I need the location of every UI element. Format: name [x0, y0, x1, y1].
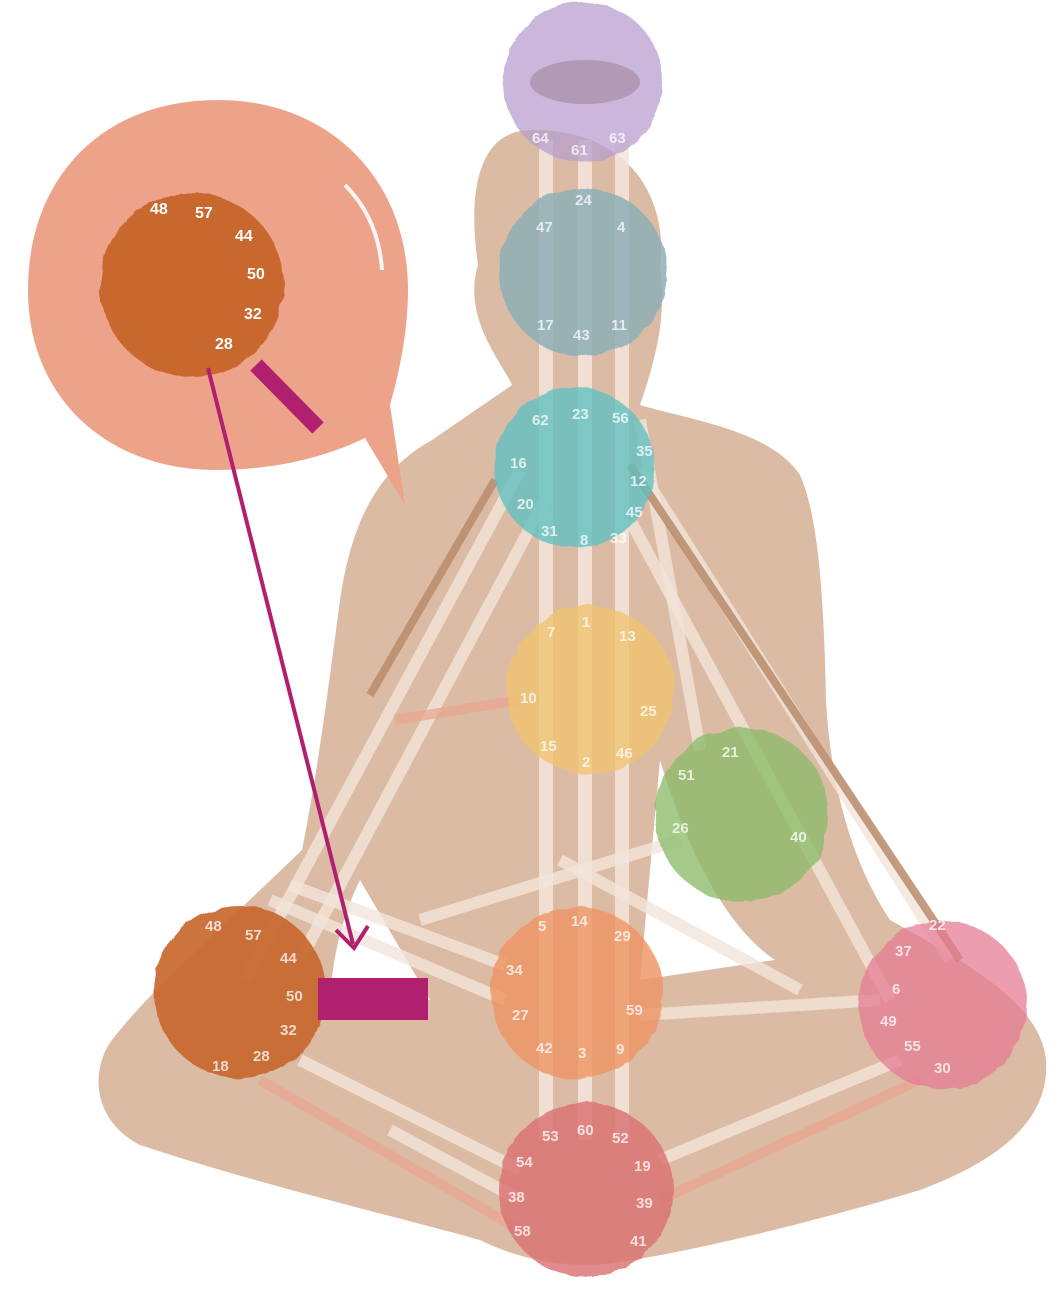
gate-label: 41	[630, 1233, 647, 1250]
gate-label: 23	[572, 406, 589, 423]
gate-label: 44	[280, 950, 297, 967]
gate-label: 15	[540, 738, 557, 755]
gate-label: 62	[532, 412, 549, 429]
gate-label: 35	[636, 443, 653, 460]
gate-label: 6	[892, 981, 900, 998]
callout-spleen-disc	[100, 193, 284, 377]
gate-label: 24	[575, 192, 592, 209]
gate-label: 2	[582, 754, 590, 771]
gate-label: 22	[929, 917, 946, 934]
gate-label: 37	[895, 943, 912, 960]
gate-label: 48	[150, 201, 168, 218]
gate-label: 18	[212, 1058, 229, 1075]
gate-label: 34	[506, 962, 523, 979]
gate-label: 7	[547, 624, 555, 641]
gate-label: 36	[968, 913, 985, 930]
gate-label: 8	[580, 532, 588, 549]
gate-label: 19	[634, 1158, 651, 1175]
gate-label: 53	[542, 1128, 559, 1145]
gate-label: 42	[536, 1040, 553, 1057]
gate-label: 50	[247, 266, 265, 283]
gate-label: 31	[541, 523, 558, 540]
callout-bubble	[18, 100, 408, 506]
gate-label: 54	[516, 1154, 533, 1171]
gate-label: 13	[619, 628, 636, 645]
gate-label: 43	[573, 327, 590, 344]
gate-label: 11	[611, 317, 627, 334]
gate-label: 21	[722, 744, 739, 761]
gate-label: 3	[578, 1045, 586, 1062]
gate-label: 14	[571, 913, 588, 930]
gate-label: 39	[636, 1195, 653, 1212]
gate-label: 48	[205, 918, 222, 935]
gate-label: 45	[626, 504, 643, 521]
gate-label: 64	[532, 130, 549, 147]
gate-label: 47	[536, 219, 553, 236]
gate-label: 59	[626, 1002, 643, 1019]
gate-label: 60	[577, 1122, 594, 1139]
gate-label: 51	[678, 767, 695, 784]
gate-label: 17	[537, 317, 554, 334]
gate-label: 50	[286, 988, 303, 1005]
gate-label: 61	[571, 142, 588, 159]
gate-label: 28	[253, 1048, 270, 1065]
gate-label: 5	[538, 918, 546, 935]
gate-label: 28	[215, 336, 233, 353]
head-center	[503, 2, 663, 162]
gate-label: 55	[904, 1038, 921, 1055]
gate-label: 57	[245, 927, 262, 944]
gate-label: 25	[640, 703, 657, 720]
gate-label: 27	[512, 1007, 529, 1024]
gate-label: 20	[517, 496, 534, 513]
gate-label: 32	[244, 306, 262, 323]
gate-label: 33	[610, 530, 627, 547]
gate-label: 58	[514, 1223, 531, 1240]
gate-label: 52	[612, 1130, 629, 1147]
spleen-highlight-bar	[318, 978, 428, 1020]
gate-label: 44	[235, 228, 253, 245]
gate-label: 10	[520, 690, 537, 707]
gate-label: 56	[612, 410, 629, 427]
gate-label: 1	[582, 614, 590, 631]
gate-label: 26	[672, 820, 689, 837]
gate-label: 30	[934, 1060, 951, 1077]
gate-label: 40	[790, 829, 807, 846]
gate-label: 4	[617, 219, 626, 236]
gate-label: 16	[510, 455, 527, 472]
gate-label: 29	[614, 928, 631, 945]
sacral-center	[491, 907, 663, 1079]
gate-label: 32	[280, 1022, 297, 1039]
gate-label: 49	[880, 1013, 897, 1030]
gate-label: 57	[195, 205, 213, 222]
gate-label: 63	[609, 130, 626, 147]
gate-label: 9	[616, 1041, 624, 1058]
gate-label: 38	[508, 1189, 525, 1206]
gate-label: 12	[630, 473, 647, 490]
heart-center	[655, 728, 829, 902]
gate-label: 46	[616, 745, 633, 762]
